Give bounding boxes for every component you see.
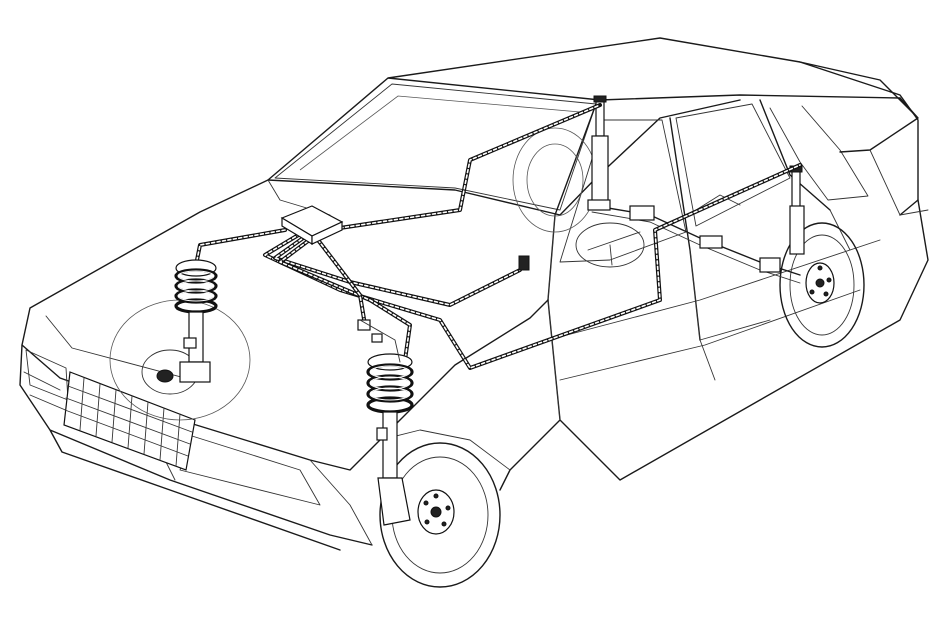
- c-pillar: [759, 99, 831, 211]
- front-grille: [63, 371, 196, 471]
- right-headlight: [179, 435, 321, 506]
- rear-right-wheel: [779, 222, 865, 348]
- windshield: [274, 83, 597, 211]
- steering-wheel: [575, 222, 645, 268]
- left-headlight: [25, 349, 69, 401]
- rear-axle: [589, 194, 801, 284]
- dash-switch: [518, 255, 530, 271]
- rear-left-shock: [587, 95, 611, 211]
- rear-right-shock: [789, 165, 805, 255]
- rear-left-wheel: [512, 127, 598, 233]
- front-bumper: [19, 344, 373, 551]
- engine-bay-sensor: [357, 319, 383, 343]
- control-unit: [280, 205, 344, 246]
- front-left-strut: [174, 259, 218, 383]
- hood: [21, 179, 549, 471]
- trunk: [799, 61, 919, 153]
- rear-door: [699, 209, 851, 341]
- front-right-strut: [359, 319, 414, 526]
- roof-outline: [267, 37, 919, 216]
- rear-side-window: [675, 103, 791, 227]
- front-side-window: [559, 119, 687, 263]
